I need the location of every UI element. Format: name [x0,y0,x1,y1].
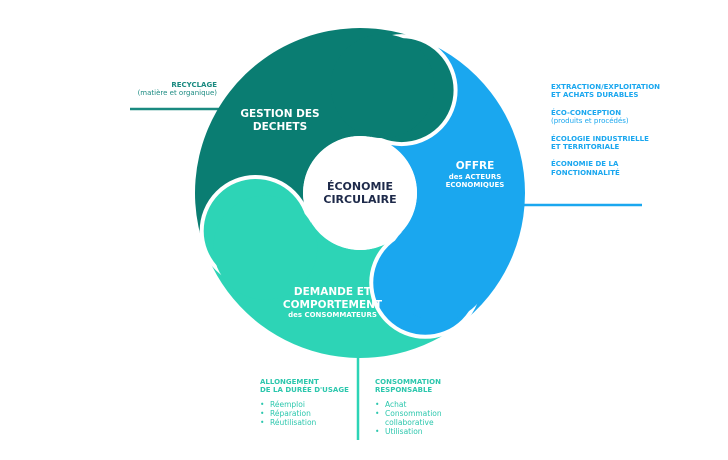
waste-management-label: GESTION DES DECHETS [225,108,335,133]
note-line: ÉCO-CONCEPTION [551,108,622,117]
demand-line1: DEMANDE ET [293,286,372,298]
list-item: Consommation collaborative [375,409,455,427]
list-item: Réutilisation [260,418,355,427]
center-line1: ÉCONOMIE [326,180,394,193]
center-line2: CIRCULAIRE [323,193,397,207]
note-line: EXTRACTION/EXPLOITATION [551,83,661,91]
demand-line2: COMPORTEMENT [282,298,383,311]
lifespan-list: Réemploi Réparation Réutilisation [260,400,355,427]
recycling-note: RECYCLAGE (matière et organique) [100,81,217,98]
note-line: ET TERRITORIALE [551,142,620,151]
list-item: Achat [375,400,455,409]
offer-title: OFFRE [455,160,495,172]
demand-sub: des CONSOMMATEURS [288,311,377,320]
list-item: Utilisation [375,427,455,436]
consumption-line2: RESPONSABLE [375,386,433,395]
demand-segment-fill [213,195,318,300]
center-label: ÉCONOMIE CIRCULAIRE [310,180,410,206]
note-line: ÉCOLOGIE INDUSTRIELLE [551,134,649,143]
offer-segment-fill [386,216,491,321]
recycling-sub: (matière et organique) [137,89,217,98]
demand-label: DEMANDE ET COMPORTEMENT des CONSOMMATEUR… [270,286,395,320]
offer-sub2: ECONOMIQUES [445,180,505,189]
lifespan-line2: DE LA DURÉE D'USAGE [260,386,349,395]
recycling-title: RECYCLAGE [171,81,217,89]
consumption-line1: CONSOMMATION [375,378,441,386]
waste-line1: GESTION DES [240,108,320,120]
list-item: Réemploi [260,400,355,409]
note-line: (produits et procédés) [551,117,629,126]
offer-note: ÉCO-CONCEPTION(produits et procédés) [551,109,701,126]
waste-segment-fill [330,34,435,139]
note-line: FONCTIONNALITÉ [551,168,620,177]
lifespan-line1: ALLONGEMENT [260,378,319,386]
note-line: ÉCONOMIE DE LA [551,160,619,169]
list-item: Réparation [260,409,355,418]
waste-line2: DECHETS [252,120,308,133]
center-circle [303,136,417,250]
responsible-consumption-notes: CONSOMMATION RESPONSABLE Achat Consommat… [375,378,455,436]
offer-sub1: des ACTEURS [448,172,502,181]
consumption-list: Achat Consommation collaborative Utilisa… [375,400,455,436]
note-line: ET ACHATS DURABLES [551,91,639,100]
offer-label: OFFRE des ACTEURS ECONOMIQUES [430,160,520,189]
lifespan-notes: ALLONGEMENT DE LA DURÉE D'USAGE Réemploi… [260,378,355,427]
